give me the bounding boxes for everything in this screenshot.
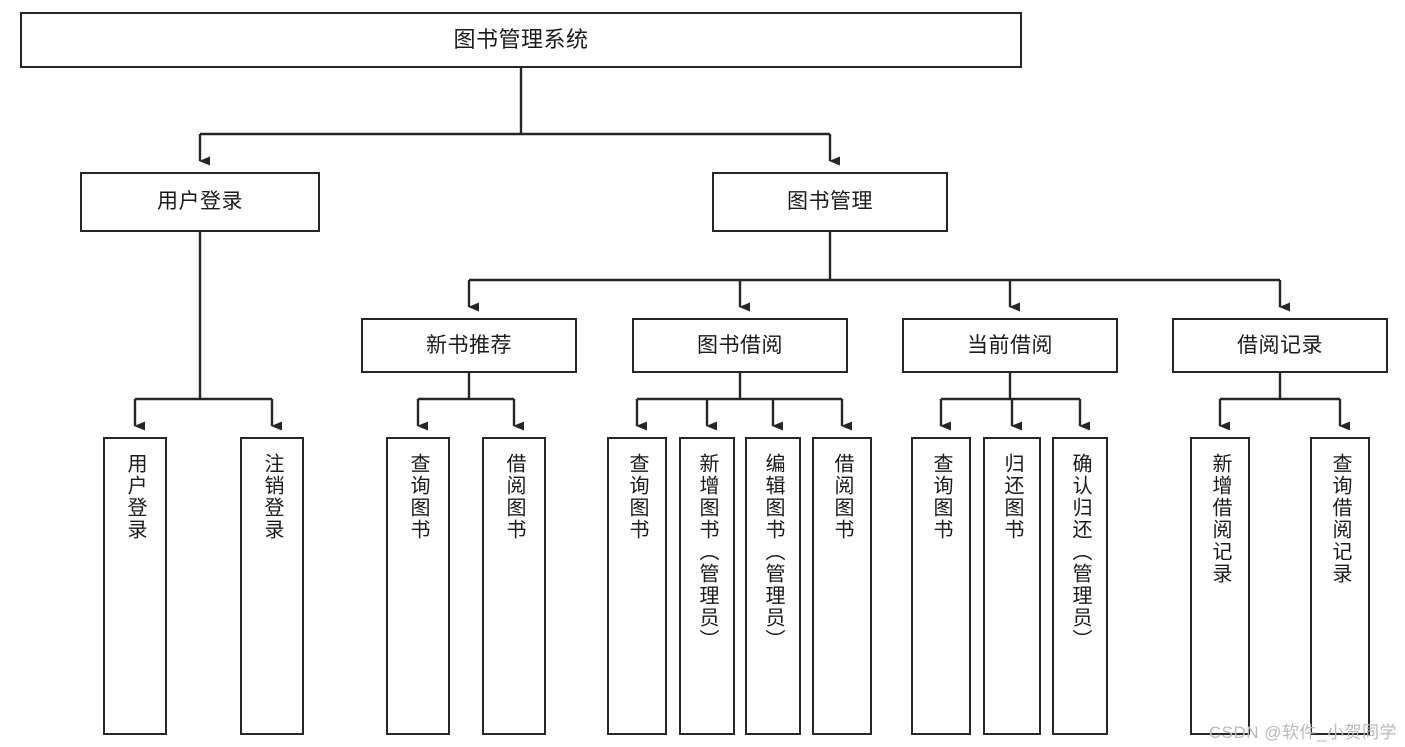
node-leaf-logout[interactable]: 注销登录 [240,437,304,735]
node-leaf-borrow-book-2[interactable]: 借阅图书 [812,437,872,735]
node-label: 查询图书 [407,453,429,541]
node-label: 新增借阅记录 [1209,453,1231,585]
node-label: 借阅图书 [503,453,525,541]
node-book-borrow[interactable]: 图书借阅 [632,318,848,373]
node-label: 新增图书（管理员） [696,453,718,651]
node-user-login[interactable]: 用户登录 [80,172,320,232]
node-label: 查询借阅记录 [1329,453,1351,585]
node-leaf-query-book-2[interactable]: 查询图书 [607,437,667,735]
node-label: 借阅图书 [831,453,853,541]
node-label: 借阅记录 [1237,333,1323,357]
node-leaf-query-book-1[interactable]: 查询图书 [386,437,450,735]
node-leaf-query-book-3[interactable]: 查询图书 [911,437,971,735]
node-label: 图书借阅 [697,333,783,357]
node-current-borrow[interactable]: 当前借阅 [902,318,1118,373]
node-label: 当前借阅 [967,333,1053,357]
node-label: 用户登录 [157,190,243,214]
node-leaf-query-record[interactable]: 查询借阅记录 [1310,437,1370,735]
node-label: 归还图书 [1001,453,1023,541]
node-label: 编辑图书（管理员） [762,453,784,651]
node-leaf-borrow-book-1[interactable]: 借阅图书 [482,437,546,735]
node-leaf-user-login[interactable]: 用户登录 [103,437,167,735]
node-new-book-rec[interactable]: 新书推荐 [361,318,577,373]
node-leaf-add-record[interactable]: 新增借阅记录 [1190,437,1250,735]
node-label: 图书管理 [787,190,873,214]
node-label: 查询图书 [626,453,648,541]
node-label: 用户登录 [124,453,146,541]
node-root[interactable]: 图书管理系统 [20,12,1022,68]
node-book-admin[interactable]: 图书管理 [712,172,948,232]
node-label: 新书推荐 [426,333,512,357]
node-leaf-confirm-return[interactable]: 确认归还（管理员） [1052,437,1108,735]
node-leaf-return-book[interactable]: 归还图书 [983,437,1041,735]
node-label: 查询图书 [930,453,952,541]
node-label: 图书管理系统 [453,26,589,52]
node-borrow-record[interactable]: 借阅记录 [1172,318,1388,373]
node-leaf-edit-book[interactable]: 编辑图书（管理员） [745,437,801,735]
node-label: 确认归还（管理员） [1069,453,1091,651]
node-label: 注销登录 [261,453,283,541]
connector-paths [133,68,1350,431]
node-leaf-add-book[interactable]: 新增图书（管理员） [679,437,735,735]
